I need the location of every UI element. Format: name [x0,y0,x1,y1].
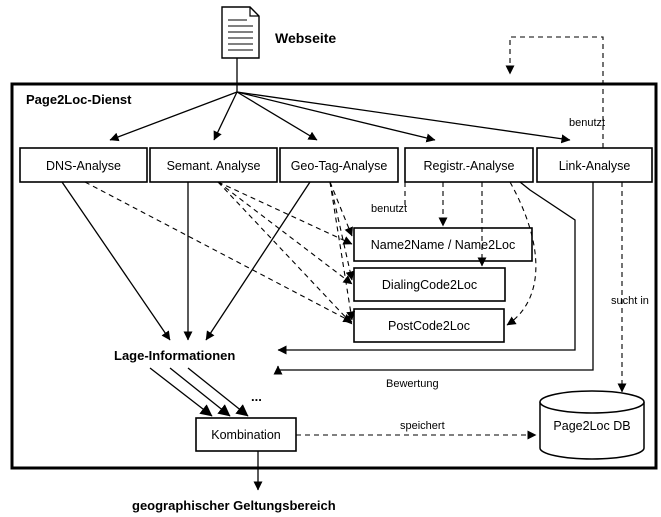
svg-text:DialingCode2Loc: DialingCode2Loc [382,278,477,292]
database-cylinder: Page2Loc DB [539,390,645,460]
analysis-link: Link-Analyse [536,147,653,183]
edge-label-uses-top: benutzt [569,117,605,129]
mapping-name2name: Name2Name / Name2Loc [353,227,533,262]
webpage-label: Webseite [275,30,336,46]
document-icon [221,6,260,59]
svg-text:PostCode2Loc: PostCode2Loc [388,319,470,333]
edge-label-rating: Bewertung [386,378,439,390]
mapping-postcode: PostCode2Loc [353,308,505,343]
fanout-arrows [109,58,571,144]
analysis-semantic: Semant. Analyse [149,147,278,183]
service-frame [10,82,658,470]
combination-box: Kombination [195,417,297,452]
service-title: Page2Loc-Dienst [26,92,132,107]
mapping-dialingcode: DialingCode2Loc [353,267,506,302]
location-info-label: Lage-Informationen [114,348,235,363]
link-uses-loop [505,36,604,148]
analysis-geotag: Geo-Tag-Analyse [279,147,399,183]
analysis-registry: Registr.-Analyse [404,147,534,183]
edge-label-uses-mid: benutzt [371,203,407,215]
mapping-dashed-arrows [84,181,537,326]
svg-text:Kombination: Kombination [211,428,281,442]
ellipsis: ... [251,389,262,404]
svg-text:Semant. Analyse: Semant. Analyse [167,159,261,173]
edge-label-searches-in: sucht in [611,295,649,307]
result-label: geographischer Geltungsbereich [132,498,336,513]
svg-text:Link-Analyse: Link-Analyse [559,159,631,173]
analysis-dns: DNS-Analyse [19,147,148,183]
database-label: Page2Loc DB [553,419,630,433]
svg-text:Geo-Tag-Analyse: Geo-Tag-Analyse [291,159,388,173]
svg-text:Registr.-Analyse: Registr.-Analyse [423,159,514,173]
combination-arrows [149,367,249,417]
edge-label-stores: speichert [400,420,445,432]
svg-text:DNS-Analyse: DNS-Analyse [46,159,121,173]
svg-text:Name2Name / Name2Loc: Name2Name / Name2Loc [371,238,516,252]
location-info-arrows [61,181,594,375]
